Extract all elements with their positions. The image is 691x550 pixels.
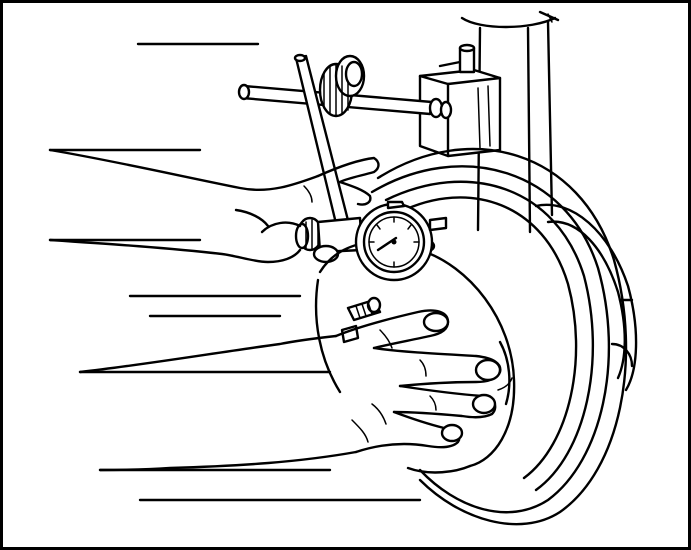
- hub-flange: [314, 147, 638, 526]
- dial-indicator: [354, 200, 448, 282]
- motion-lines: [48, 42, 422, 502]
- magnetic-base: [418, 43, 502, 158]
- upper-hand: [48, 148, 380, 264]
- lower-hand: [78, 309, 502, 472]
- indicator-stand: [237, 53, 453, 264]
